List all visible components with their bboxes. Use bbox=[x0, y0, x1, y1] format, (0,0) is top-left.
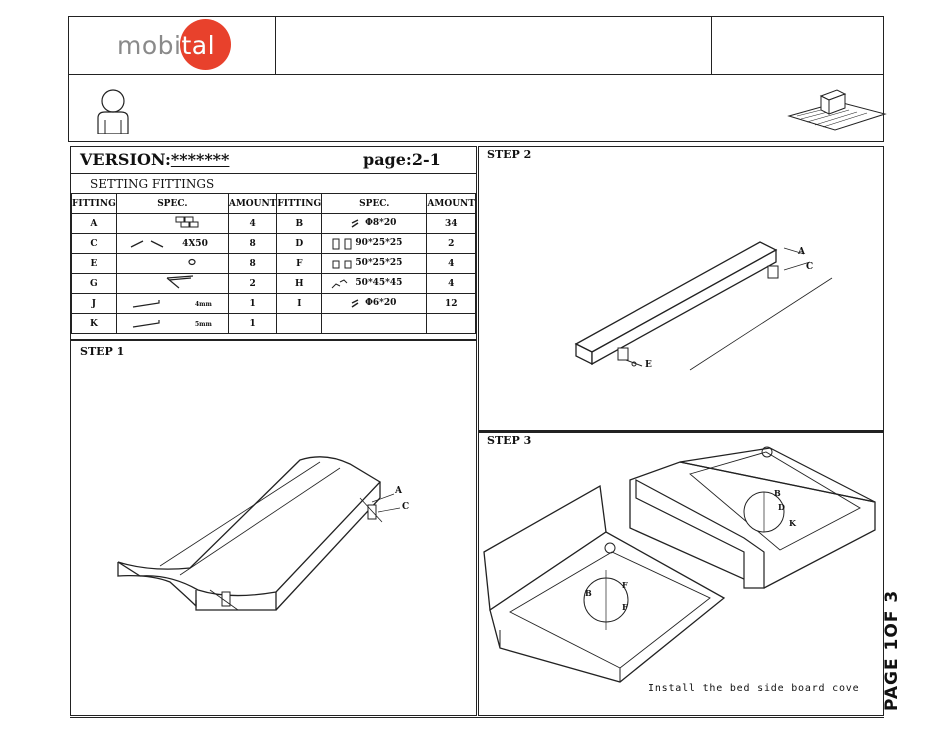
table-row: K 5mm 1 bbox=[72, 314, 476, 334]
connector-block-icon bbox=[173, 215, 207, 229]
box-on-floor-icon bbox=[787, 84, 887, 134]
bracket-icon bbox=[332, 258, 354, 270]
logo-cell: mobital mobital bbox=[68, 16, 276, 75]
step2-callout-e: E bbox=[645, 360, 652, 370]
header-cell: SPEC. bbox=[322, 194, 427, 214]
header-cell: SPEC. bbox=[116, 194, 228, 214]
allen-key-icon bbox=[165, 274, 197, 290]
screw-icon bbox=[129, 239, 169, 249]
hex-key-icon bbox=[131, 299, 165, 309]
step1-headboard-drawing bbox=[110, 450, 430, 625]
divider bbox=[71, 173, 476, 174]
step1-label: STEP 1 bbox=[80, 345, 124, 358]
step2-rail-drawing bbox=[570, 236, 840, 376]
header-cell: AMOUNT bbox=[427, 194, 476, 214]
hex-key-icon bbox=[131, 319, 165, 329]
version-value: ******* bbox=[171, 150, 230, 169]
washer-icon bbox=[187, 257, 197, 267]
table-row: E 8 F 50*25*25 4 bbox=[72, 254, 476, 274]
step3-callout-f2: F bbox=[622, 602, 628, 612]
bottom-rule bbox=[70, 717, 884, 718]
page-of-text: PAGE 1OF 3 bbox=[882, 590, 902, 711]
step3-bed-frame-drawing bbox=[480, 440, 880, 685]
page-label: page:2-1 bbox=[363, 150, 441, 169]
table-header-row: FITTING SPEC. AMOUNT FITTING SPEC. AMOUN… bbox=[72, 194, 476, 214]
table-row: A 4 B Φ8*20 34 bbox=[72, 214, 476, 234]
step3-callout-b: B bbox=[774, 488, 781, 498]
step3-callout-f: F bbox=[622, 580, 628, 590]
header-icons-row bbox=[68, 74, 884, 142]
table-row: G 2 H 50*45*45 4 bbox=[72, 274, 476, 294]
person-icon bbox=[93, 88, 133, 134]
step3-callout-b2: B bbox=[585, 588, 592, 598]
table-row: C 4X50 8 D 90*25*25 2 bbox=[72, 234, 476, 254]
version-label: VERSION:******* bbox=[80, 150, 229, 169]
bracket-icon bbox=[332, 238, 354, 250]
header-cell: FITTING bbox=[72, 194, 117, 214]
step3-caption: Install the bed side board cove bbox=[648, 683, 859, 694]
header-title-cell bbox=[275, 16, 712, 75]
header-cell: AMOUNT bbox=[228, 194, 277, 214]
fittings-table: FITTING SPEC. AMOUNT FITTING SPEC. AMOUN… bbox=[71, 193, 476, 334]
step2-callout-a: A bbox=[798, 247, 805, 257]
step1-callout-a: A bbox=[395, 486, 402, 496]
corner-block-icon bbox=[330, 278, 350, 290]
dowel-icon bbox=[350, 298, 360, 310]
table-row: J 4mm 1 I Φ6*20 12 bbox=[72, 294, 476, 314]
step2-label: STEP 2 bbox=[487, 148, 531, 161]
header-right-cell bbox=[711, 16, 884, 75]
step3-callout-d: D bbox=[778, 502, 785, 512]
step3-callout-k: K bbox=[789, 518, 796, 528]
step2-callout-c: C bbox=[806, 262, 813, 272]
step1-callout-c: C bbox=[402, 502, 409, 512]
header-cell: FITTING bbox=[277, 194, 322, 214]
dowel-icon bbox=[350, 218, 360, 230]
fittings-title: SETTING FITTINGS bbox=[90, 177, 214, 191]
